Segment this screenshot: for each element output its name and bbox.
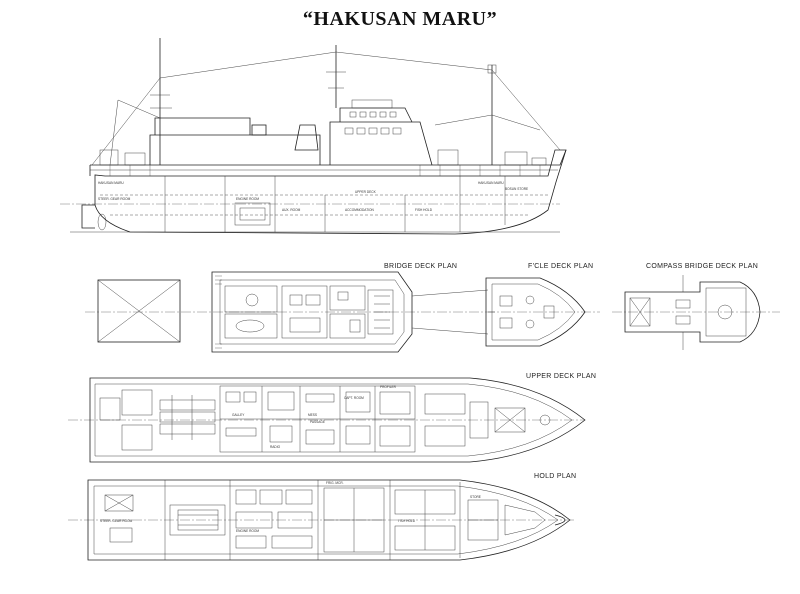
room-profiler: PROFILER [380, 385, 397, 389]
room-fish-hold: FISH HOLD [415, 208, 433, 212]
room-aux: AUX. ROOM [282, 208, 301, 212]
room-engine: ENGINE ROOM [236, 197, 259, 201]
room-bosun-store: BOSUN STORE [505, 187, 528, 191]
label-bridge-deck-plan: BRIDGE DECK PLAN [384, 263, 457, 270]
room-engine-hold: ENGINE ROOM [236, 529, 259, 533]
room-store: STORE [470, 495, 481, 499]
compass-bridge-deck-plan [612, 275, 780, 350]
room-accommodation: ACCOMMODATION [345, 208, 375, 212]
room-upper-deck: UPPER DECK [355, 190, 377, 194]
name-mark-bow: HAKUSAN MARU [478, 181, 504, 185]
room-mess: MESS [308, 413, 317, 417]
room-steering-gear-hold: STEER. GEAR ROOM [100, 519, 133, 523]
room-passage: PASSAGE [310, 420, 325, 424]
room-capt: CAPT. ROOM [344, 396, 364, 400]
room-fish-hold-plan: FISH HOLD [398, 519, 416, 523]
label-hold-plan: HOLD PLAN [534, 473, 576, 480]
profile-view: HAKUSAN MARU HAKUSAN MARU STEER. GEAR RO… [60, 38, 567, 235]
upper-deck-plan: GALLEY MESS CAPT. ROOM PROFILER PASSAGE … [68, 377, 586, 463]
drawing-title: “HAKUSAN MARU” [302, 8, 498, 30]
room-radio: RADIO [270, 445, 281, 449]
room-steering-gear: STEER. GEAR ROOM [98, 197, 131, 201]
label-fcle-deck-plan: F'CLE DECK PLAN [528, 263, 593, 270]
label-upper-deck-plan: UPPER DECK PLAN [526, 373, 596, 380]
name-mark-stern: HAKUSAN MARU [98, 181, 124, 185]
fcle-deck-plan [485, 277, 586, 347]
hold-plan: STEER. GEAR ROOM ENGINE ROOM FRIG. MCR. … [68, 479, 575, 561]
label-compass-bridge-deck-plan: COMPASS BRIDGE DECK PLAN [646, 263, 758, 270]
room-frig: FRIG. MCR. [326, 481, 344, 485]
room-galley: GALLEY [232, 413, 245, 417]
bridge-deck-plan [85, 271, 600, 353]
